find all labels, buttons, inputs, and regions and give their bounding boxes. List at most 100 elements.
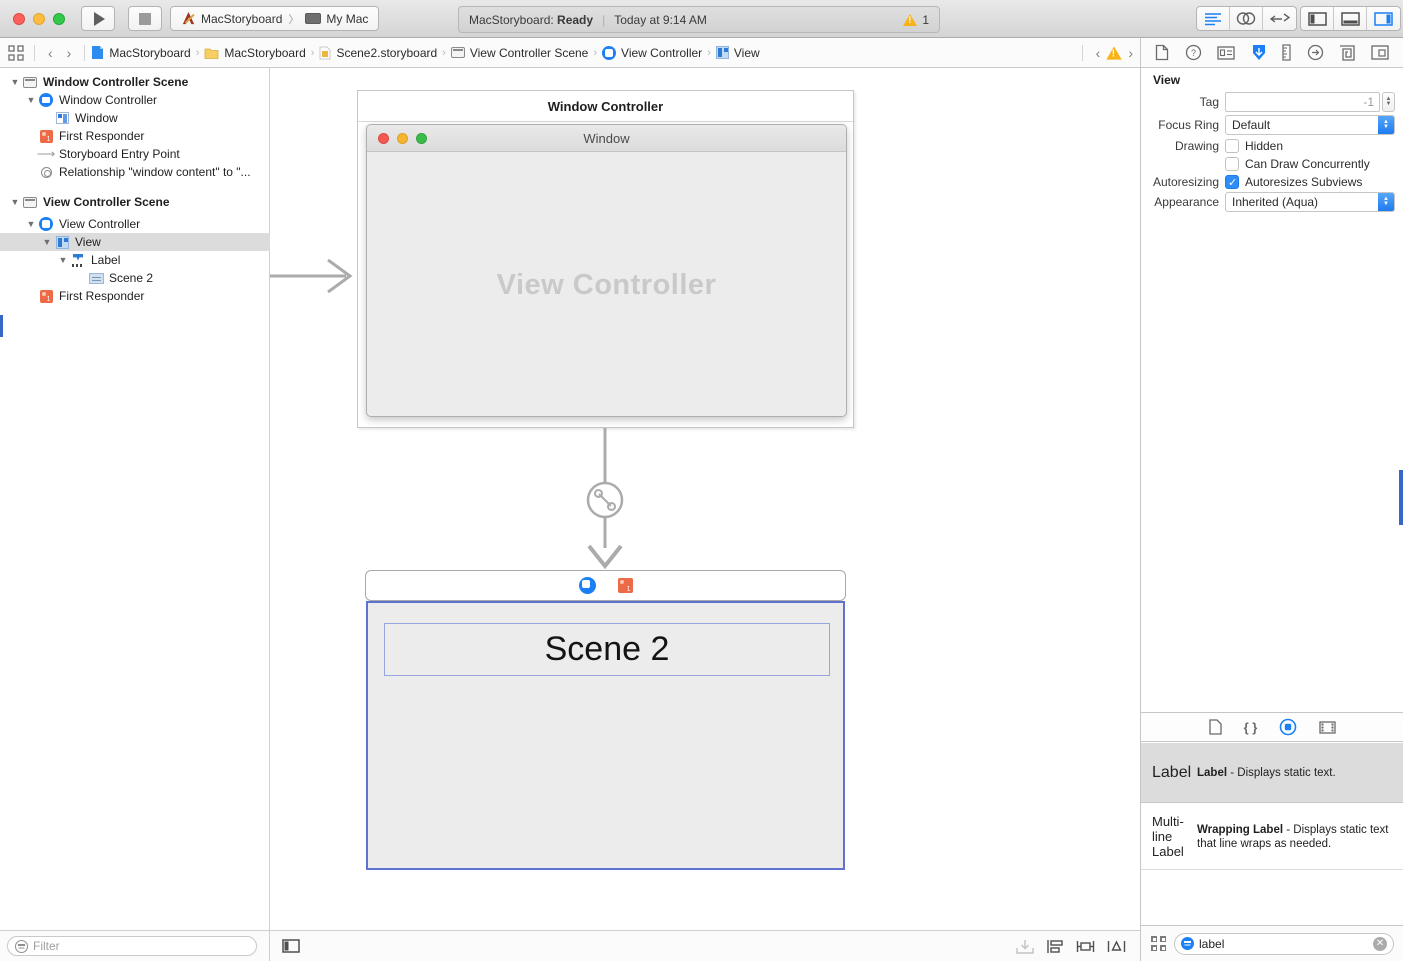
breadcrumb-view-controller[interactable]: View Controller	[602, 45, 702, 60]
hidden-checkbox[interactable]	[1225, 139, 1239, 153]
stop-icon	[139, 12, 151, 25]
outline-relationship[interactable]: Relationship "window content" to "...	[0, 163, 270, 181]
breadcrumb-view[interactable]: View	[715, 46, 760, 60]
object-library-tab[interactable]	[1279, 718, 1297, 736]
panel-toggle-group	[1300, 6, 1401, 31]
breadcrumb-folder[interactable]: MacStoryboard	[204, 46, 306, 60]
stack-embed-button[interactable]	[1046, 939, 1064, 954]
issue-badge[interactable]: 1	[903, 13, 929, 27]
back-button[interactable]: ‹	[48, 44, 53, 61]
breadcrumb-scene[interactable]: View Controller Scene	[450, 46, 588, 60]
segue-connection[interactable]	[583, 428, 627, 570]
outline-view-controller-scene[interactable]: ▼ View Controller Scene	[0, 193, 270, 211]
autoresizing-row: Autoresizing Autoresizes Subviews	[1141, 172, 1403, 192]
outline-label[interactable]: ▼ Label	[0, 251, 270, 269]
code-snippet-library-tab[interactable]: { }	[1243, 719, 1258, 735]
breadcrumb-storyboard-file[interactable]: Scene2.storyboard	[319, 46, 437, 60]
outline-first-responder-2[interactable]: First Responder	[0, 287, 270, 305]
next-issue-button[interactable]: ›	[1128, 44, 1133, 61]
disclosure-triangle[interactable]: ▼	[26, 95, 36, 105]
disclosure-triangle[interactable]: ▼	[42, 237, 52, 247]
inspector-section-title: View	[1153, 73, 1181, 87]
disclosure-triangle[interactable]: ▼	[58, 255, 68, 265]
toggle-inspectors-button[interactable]	[1367, 7, 1400, 30]
toggle-navigator-button[interactable]	[1301, 7, 1334, 30]
outline-view[interactable]: ▼ View	[0, 233, 270, 251]
media-library-tab[interactable]	[1319, 720, 1337, 734]
outline-entry-point[interactable]: ⟶ Storyboard Entry Point	[36, 146, 180, 161]
library-search-input[interactable]	[1199, 936, 1368, 951]
disclosure-triangle[interactable]: ▼	[10, 197, 20, 207]
tag-stepper[interactable]: ▲▼	[1382, 92, 1395, 112]
scheme-selector[interactable]: MacStoryboard 〉 My Mac	[170, 6, 380, 31]
drawing-row: Drawing Hidden	[1174, 139, 1284, 153]
outline-first-responder[interactable]: First Responder	[0, 127, 270, 145]
library-item-wrapping-label[interactable]: Multi-line Label Wrapping Label - Displa…	[1141, 804, 1403, 870]
toggle-debug-area-button[interactable]	[1334, 7, 1367, 30]
run-button[interactable]	[81, 6, 115, 31]
bindings-inspector-tab[interactable]	[1339, 44, 1356, 61]
tag-input[interactable]: -1	[1225, 92, 1380, 112]
library-item-label[interactable]: Label Label - Displays static text.	[1141, 743, 1403, 803]
view-effects-inspector-tab[interactable]	[1371, 45, 1389, 60]
focus-ring-dropdown[interactable]: Default ▲▼	[1225, 115, 1395, 135]
first-responder-icon[interactable]	[617, 578, 633, 593]
resolve-autolayout-button[interactable]	[1107, 939, 1126, 954]
window-zoom-icon	[416, 133, 427, 144]
can-draw-concurrently-checkbox[interactable]	[1225, 157, 1239, 171]
standard-editor-button[interactable]	[1197, 7, 1230, 30]
window-controller-scene-frame[interactable]: Window Controller Window View Controller	[357, 90, 854, 428]
connections-inspector-tab[interactable]	[1307, 44, 1324, 61]
outline-filter-field[interactable]	[7, 936, 257, 956]
forward-button[interactable]: ›	[66, 44, 72, 61]
previous-issue-button[interactable]: ‹	[1095, 44, 1101, 61]
zoom-window-button[interactable]	[53, 13, 65, 25]
library-search-field[interactable]: ✕	[1174, 932, 1394, 955]
outline-filter-input[interactable]	[33, 939, 249, 953]
issue-warning-icon[interactable]	[1106, 45, 1123, 60]
breadcrumb-project[interactable]: MacStoryboard	[91, 45, 191, 60]
outline-window-controller-scene[interactable]: ▼ Window Controller Scene	[0, 73, 270, 91]
scheme-name: MacStoryboard	[201, 11, 283, 26]
outline-scene2-label[interactable]: Scene 2	[0, 269, 270, 287]
file-template-library-tab[interactable]	[1208, 719, 1222, 735]
outline-view-controller[interactable]: ▼ View Controller	[0, 215, 270, 233]
disclosure-triangle[interactable]: ▼	[10, 77, 20, 87]
appearance-dropdown[interactable]: Inherited (Aqua) ▲▼	[1225, 192, 1395, 212]
toggle-document-outline-button[interactable]	[282, 939, 300, 953]
outline-window-controller[interactable]: ▼ Window Controller	[0, 91, 270, 109]
library-grid-view-icon[interactable]	[1151, 936, 1166, 951]
file-inspector-tab[interactable]	[1155, 44, 1169, 61]
quick-help-inspector-tab[interactable]: ?	[1185, 44, 1202, 61]
related-items-icon[interactable]	[8, 44, 24, 61]
identity-inspector-tab[interactable]	[1217, 45, 1235, 60]
warning-icon	[903, 13, 918, 26]
app-icon	[182, 11, 195, 25]
storyboard-canvas[interactable]: Window Controller Window View Controller	[270, 68, 1140, 961]
view-controller-icon[interactable]	[578, 577, 596, 594]
close-window-button[interactable]	[13, 13, 25, 25]
window-content-area[interactable]: View Controller	[367, 152, 846, 416]
size-inspector-tab[interactable]	[1282, 44, 1291, 61]
filter-icon	[15, 939, 28, 953]
library-tab-strip: { }	[1141, 712, 1403, 742]
scene2-dock[interactable]	[365, 570, 846, 601]
storyboard-entry-arrow[interactable]	[270, 258, 360, 294]
attributes-inspector-tab[interactable]	[1251, 44, 1267, 61]
version-editor-button[interactable]	[1263, 7, 1296, 30]
assistant-editor-button[interactable]	[1230, 7, 1263, 30]
window-controller-scene-titlebar[interactable]: Window Controller	[358, 91, 853, 122]
add-constraints-button[interactable]	[1076, 939, 1095, 954]
outline-window[interactable]: Window	[0, 109, 270, 127]
clear-search-icon[interactable]: ✕	[1373, 936, 1387, 951]
scene2-label[interactable]: Scene 2	[384, 623, 830, 676]
update-frames-button[interactable]	[1016, 939, 1034, 954]
disclosure-triangle[interactable]: ▼	[26, 219, 36, 229]
window-titlebar[interactable]: Window	[367, 125, 846, 152]
stop-button[interactable]	[128, 6, 162, 31]
view-icon	[54, 235, 70, 249]
scene2-view[interactable]: Scene 2	[366, 601, 845, 870]
autoresizes-subviews-checkbox[interactable]	[1225, 175, 1239, 189]
window-object[interactable]: Window View Controller	[366, 124, 847, 417]
minimize-window-button[interactable]	[33, 13, 45, 25]
